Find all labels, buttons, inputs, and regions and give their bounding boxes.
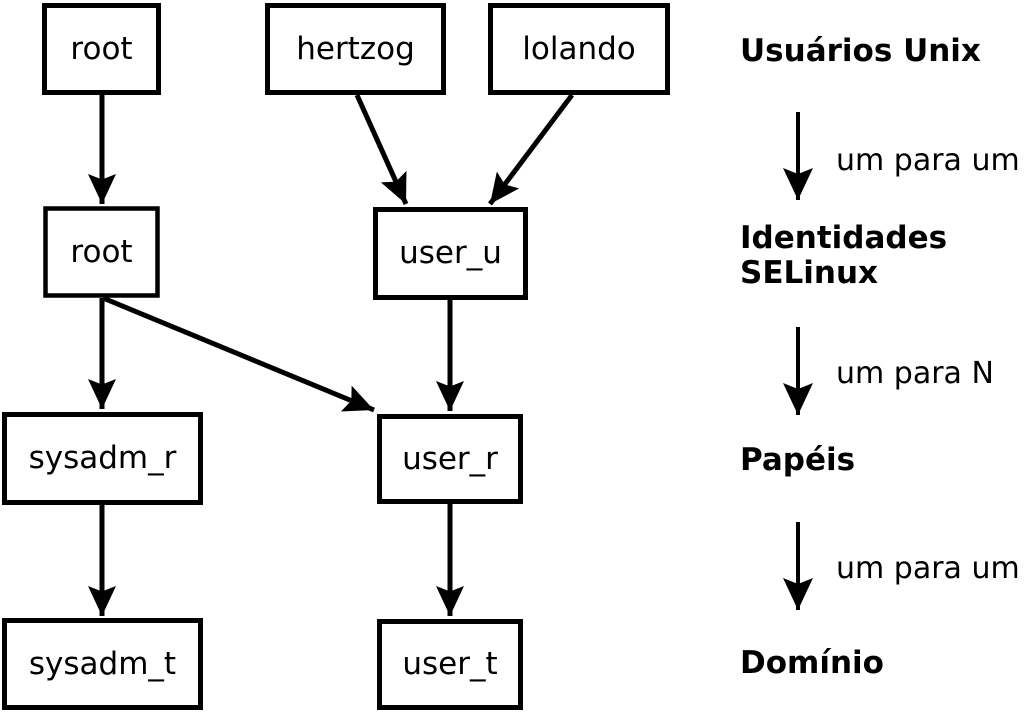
node-box-root-selinux <box>43 206 160 298</box>
legend-heading-selinux-identities-line1: Identidades <box>740 220 947 256</box>
node-box-lolando <box>488 3 670 95</box>
legend-label-mapping-2: um para N <box>836 356 994 391</box>
node-box-root-unix <box>42 3 161 95</box>
node-label-hertzog: hertzog <box>296 31 415 67</box>
legend-label-mapping-1: um para um <box>836 143 1020 178</box>
legend-heading-domain: Domínio <box>740 645 884 681</box>
legend-heading-selinux-identities-line2: SELinux <box>740 255 878 291</box>
node-label-sysadm-t: sysadm_t <box>29 646 176 682</box>
node-box-user-t <box>377 619 523 710</box>
legend-label-mapping-3: um para um <box>836 551 1020 586</box>
legend-heading-unix-users: Usuários Unix <box>740 33 981 69</box>
node-box-user-u <box>373 207 528 300</box>
node-label-user-r: user_r <box>402 441 498 477</box>
node-label-lolando: lolando <box>522 31 635 67</box>
node-box-hertzog <box>265 3 446 95</box>
legend-heading-roles: Papéis <box>740 442 855 478</box>
node-box-sysadm-t <box>2 618 203 710</box>
node-label-root-unix: root <box>70 31 132 67</box>
node-box-sysadm-r <box>2 412 203 505</box>
node-label-user-t: user_t <box>402 646 497 682</box>
node-label-root-selinux: root <box>70 234 132 270</box>
node-box-user-r <box>377 414 523 504</box>
node-label-user-u: user_u <box>399 235 502 271</box>
arrow-root-identity-to-user-r <box>102 295 375 413</box>
arrow-hertzog-to-user-u <box>354 93 409 206</box>
arrow-lolando-to-user-u <box>488 93 574 206</box>
node-label-sysadm-r: sysadm_r <box>29 440 177 476</box>
